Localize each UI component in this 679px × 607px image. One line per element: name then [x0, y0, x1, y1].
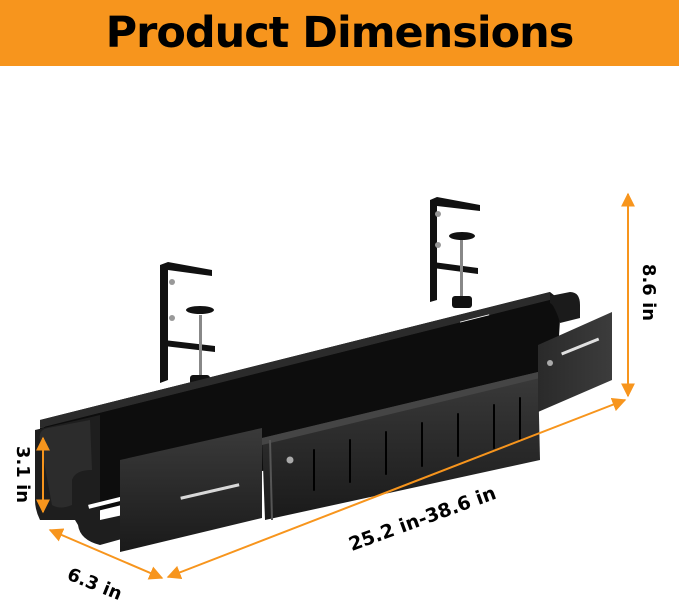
- right-clamp: [430, 197, 480, 308]
- width-arrow: [48, 528, 164, 580]
- length-arrow: [166, 398, 627, 579]
- height-label: 8.6 in: [638, 263, 660, 322]
- page-title: Product Dimensions: [105, 8, 575, 58]
- left-clamp: [160, 262, 215, 387]
- depth-label: 3.1 in: [12, 445, 34, 504]
- title-banner: Product Dimensions: [0, 0, 679, 66]
